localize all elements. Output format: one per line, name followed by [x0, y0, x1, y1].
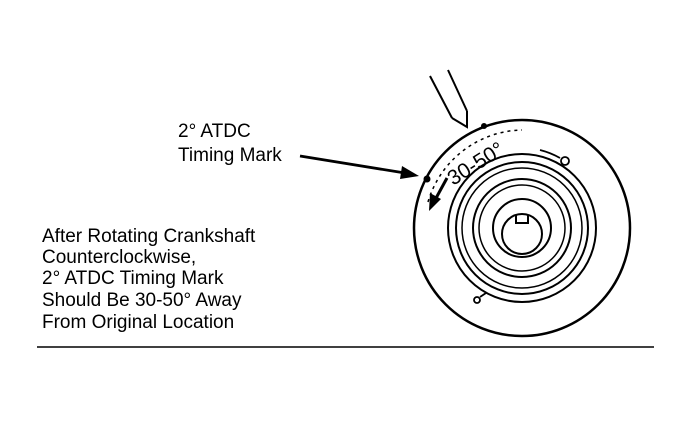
pulley-ring-6 [478, 184, 566, 272]
callout-line-1: 2° ATDC [178, 121, 251, 142]
note-line-5: From Original Location [42, 312, 234, 333]
note-line-1: After Rotating Crankshaft [42, 226, 256, 247]
crankshaft-bore [501, 213, 543, 255]
pulley-ring-2 [447, 153, 597, 303]
pulley-ring-5 [472, 178, 572, 278]
crankshaft-pulley [412, 118, 632, 338]
timing-pointer [429, 69, 468, 129]
note-line-2: Counterclockwise, [42, 247, 196, 268]
rotation-track-arc [539, 149, 561, 159]
counterclockwise-arrow [429, 177, 449, 211]
lower-tick-mark [479, 292, 487, 298]
pulley-hub [492, 198, 552, 258]
pulley-ring-3 [455, 161, 589, 295]
callout-line-2: Timing Mark [178, 145, 282, 166]
atdc-timing-mark [423, 175, 431, 183]
pulley-ring-4 [461, 167, 583, 289]
small-reference-hole-lower [473, 296, 481, 304]
callout-arrow [299, 154, 419, 179]
note-line-3: 2° ATDC Timing Mark [42, 268, 224, 289]
small-reference-hole [560, 156, 570, 166]
original-timing-mark [481, 123, 487, 129]
note-line-4: Should Be 30-50° Away [42, 290, 242, 311]
keyway-notch [515, 215, 529, 224]
pulley-outer-ring [412, 118, 632, 338]
rotation-path-arc [427, 129, 523, 203]
